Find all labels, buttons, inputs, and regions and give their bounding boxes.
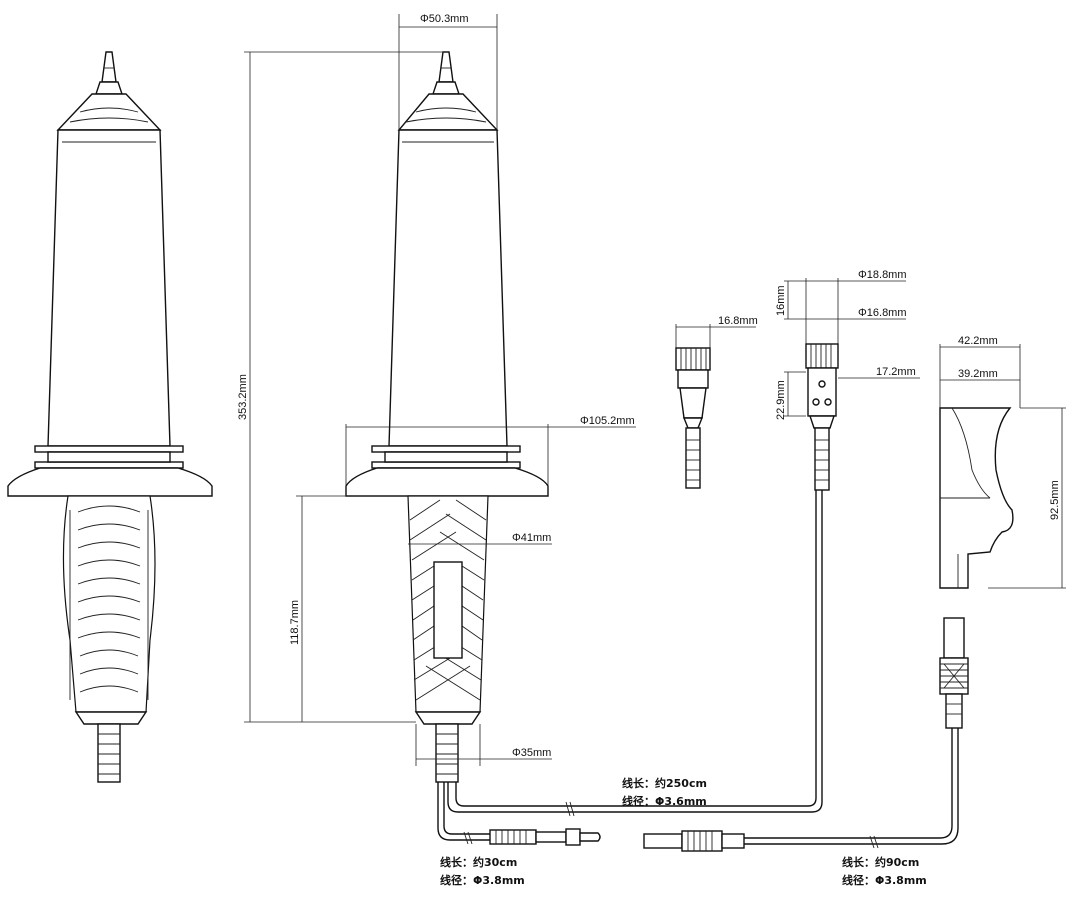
- cable-long: 线长：约90cm 线径：Φ3.8mm: [643, 617, 969, 887]
- dim-grip-length: 118.7mm: [289, 495, 408, 722]
- main-cable-length: 线长：约250cm: [622, 776, 707, 790]
- connector-outer-diameter-label: Φ18.8mm: [858, 269, 907, 281]
- connector-height-229-label: 22.9mm: [775, 380, 787, 420]
- connector-width-172-label: 17.2mm: [876, 366, 916, 378]
- cable-short: 线长：约30cm 线径：Φ3.8mm: [437, 782, 601, 887]
- probe-front-view: [345, 51, 549, 783]
- hook-outer-width-label: 42.2mm: [958, 335, 998, 347]
- dim-total-length: 353.2mm: [237, 51, 448, 723]
- hook-attachment: 42.2mm 39.2mm 92.5mm: [939, 335, 1066, 589]
- connector-small-width-label: 16.8mm: [718, 315, 758, 327]
- flange-diameter-label: Φ105.2mm: [580, 415, 635, 427]
- connector-small: 16.8mm: [675, 315, 758, 489]
- connector-height-16-label: 16mm: [775, 285, 787, 316]
- top-diameter-label: Φ50.3mm: [420, 13, 469, 25]
- dim-flange-diameter: Φ105.2mm: [345, 415, 636, 486]
- short-cable-diameter: 线径：Φ3.8mm: [440, 873, 525, 887]
- long-cable-diameter: 线径：Φ3.8mm: [842, 873, 927, 887]
- hook-inner-width-label: 39.2mm: [958, 368, 998, 380]
- probe-side-view: [7, 51, 213, 783]
- dim-grip-diameter: Φ41mm: [408, 532, 552, 545]
- tail-diameter-label: Φ35mm: [512, 747, 551, 759]
- dim-top-diameter: Φ50.3mm: [398, 13, 498, 130]
- connector-inner-diameter-label: Φ16.8mm: [858, 307, 907, 319]
- grip-length-label: 118.7mm: [289, 600, 301, 645]
- grip-diameter-label: Φ41mm: [512, 532, 551, 544]
- main-cable-diameter: 线径：Φ3.6mm: [622, 794, 707, 808]
- hook-height-label: 92.5mm: [1049, 480, 1061, 520]
- long-cable-length: 线长：约90cm: [842, 855, 919, 869]
- connector-large: Φ18.8mm Φ16.8mm 16mm 17.2mm 22.9mm: [775, 269, 920, 491]
- total-length-label: 353.2mm: [237, 374, 249, 420]
- dim-tail-diameter: Φ35mm: [415, 724, 552, 766]
- short-cable-length: 线长：约30cm: [440, 855, 517, 869]
- cable-main: 线长：约250cm 线径：Φ3.6mm: [447, 490, 823, 817]
